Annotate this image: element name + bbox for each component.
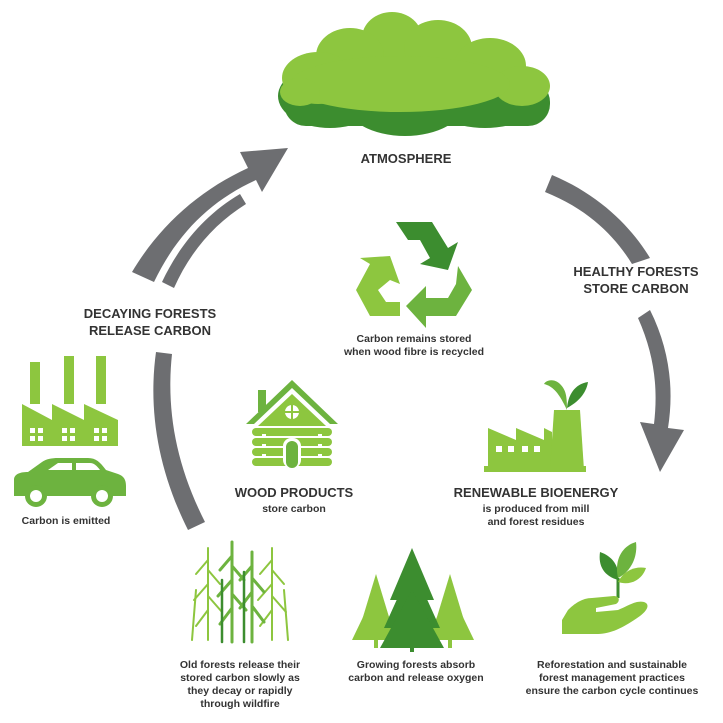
- atmosphere-label: ATMOSPHERE: [361, 151, 452, 166]
- wood-products-sub: store carbon: [262, 503, 326, 515]
- old-forests-label-3: they decay or rapidly: [187, 685, 292, 697]
- bioenergy-sub-1: is produced from mill: [483, 503, 590, 515]
- recycle-icon: [356, 222, 472, 328]
- growing-trees-icon: [352, 548, 474, 652]
- car-icon: [14, 458, 126, 507]
- growing-forests-label-1: Growing forests absorb: [357, 659, 475, 671]
- emitted-label: Carbon is emitted: [22, 515, 111, 527]
- healthy-forests-label-2: STORE CARBON: [583, 281, 688, 296]
- labels: ATMOSPHERE HEALTHY FORESTS STORE CARBON …: [22, 151, 699, 710]
- recycled-label-1: Carbon remains stored: [357, 333, 472, 345]
- old-forests-label-4: through wildfire: [200, 698, 279, 710]
- arrow-decaying-forests-upper: [132, 148, 288, 282]
- factory-icon: [22, 356, 118, 446]
- bioenergy-title: RENEWABLE BIOENERGY: [454, 485, 619, 500]
- log-cabin-icon: [246, 380, 338, 468]
- arrow-decaying-forests-lower: [153, 352, 205, 530]
- decaying-forests-label-1: DECAYING FORESTS: [84, 306, 217, 321]
- reforestation-label-3: ensure the carbon cycle continues: [526, 685, 699, 697]
- reforestation-label-2: forest management practices: [539, 672, 685, 684]
- healthy-forests-label-1: HEALTHY FORESTS: [573, 264, 699, 279]
- decaying-forests-label-2: RELEASE CARBON: [89, 323, 211, 338]
- recycled-label-2: when wood fibre is recycled: [343, 346, 484, 358]
- old-forests-label-1: Old forests release their: [180, 659, 300, 671]
- cloud-icon: [278, 12, 550, 136]
- arrow-healthy-forests-lower: [638, 310, 684, 472]
- hand-sprout-icon: [562, 542, 648, 634]
- old-forests-label-2: stored carbon slowly as: [180, 672, 300, 684]
- growing-forests-label-2: carbon and release oxygen: [348, 672, 483, 684]
- arrow-healthy-forests: [545, 175, 650, 264]
- bioenergy-sub-2: and forest residues: [488, 516, 585, 528]
- wood-products-title: WOOD PRODUCTS: [235, 485, 354, 500]
- bioenergy-factory-icon: [484, 380, 588, 472]
- reforestation-label-1: Reforestation and sustainable: [537, 659, 687, 671]
- arrow-decaying-forests-inner: [162, 194, 246, 288]
- cycle-arrows: [132, 148, 684, 530]
- dead-trees-icon: [191, 540, 289, 644]
